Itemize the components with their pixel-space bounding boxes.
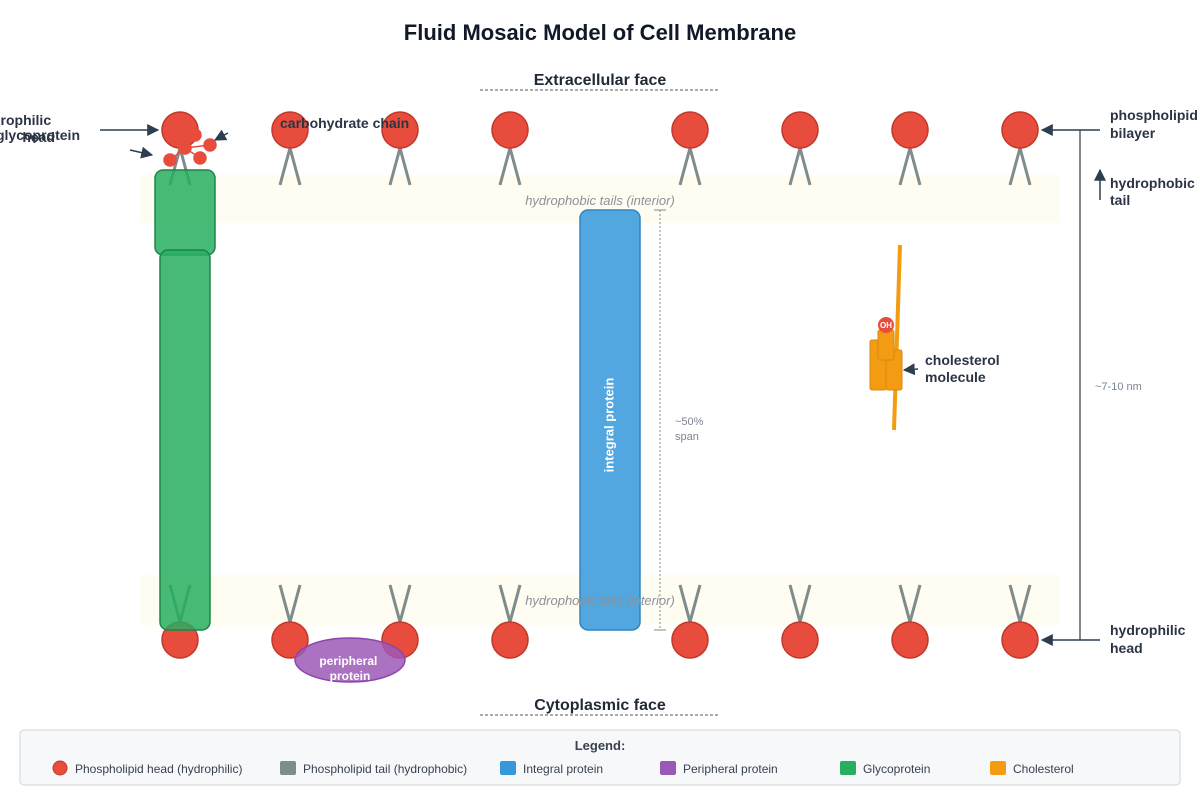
- arrow: [213, 129, 229, 141]
- legend-label: Peripheral protein: [683, 762, 778, 776]
- phospholipid-head: [891, 111, 929, 149]
- phospholipid-head: [781, 621, 819, 659]
- legend-swatch: [840, 761, 856, 775]
- cholesterol-label: cholesterol molecule: [925, 352, 1004, 385]
- phospholipid-top: [381, 111, 419, 186]
- phospholipid-top: [491, 111, 529, 186]
- hydrophobic-tail-label: hydrophobic tail: [1110, 175, 1199, 208]
- phospholipid-head: [671, 111, 709, 149]
- legend-label: Integral protein: [523, 762, 603, 776]
- phospholipid-bottom: [491, 584, 529, 659]
- legend-label: Phospholipid tail (hydrophobic): [303, 762, 467, 776]
- upper-region-label: hydrophobic tails (interior): [525, 193, 675, 208]
- legend-label: Phospholipid head (hydrophilic): [75, 762, 242, 776]
- glycoprotein-body: [159, 249, 211, 631]
- phospholipid-bottom: [781, 584, 819, 659]
- peripheral-protein: [294, 637, 406, 683]
- phospholipid-head: [1001, 621, 1039, 659]
- phospholipid-head: [891, 621, 929, 659]
- cholesterol-ring: [877, 329, 895, 361]
- integral-protein-label: integral protein: [601, 378, 616, 473]
- phospholipid-head: [781, 111, 819, 149]
- glycoprotein-label: glycoprotein: [0, 127, 80, 143]
- arrow: [129, 146, 154, 159]
- legend-item: Peripheral protein: [660, 761, 778, 776]
- phospholipid-top: [671, 111, 709, 186]
- phospholipid-top: [271, 111, 309, 186]
- legend-swatch: [52, 760, 68, 776]
- legend-item: Phospholipid head (hydrophilic): [52, 760, 242, 776]
- hydrophilic-head-label-right: hydrophilic head: [1110, 622, 1189, 656]
- phospholipid-bottom: [671, 584, 709, 659]
- span-note: ~50% span: [675, 416, 707, 443]
- phospholipid-head: [491, 111, 529, 149]
- carbohydrate-chain-label: carbohydrate chain: [280, 115, 409, 131]
- phospholipid-head: [271, 621, 309, 659]
- thickness-label: ~7-10 nm: [1095, 381, 1142, 393]
- phospholipid-head: [491, 621, 529, 659]
- phospholipid-bilayer-label: phospholipid bilayer: [1110, 107, 1200, 141]
- legend-swatch: [500, 761, 516, 775]
- legend-swatch: [990, 761, 1006, 775]
- legend-box: [19, 729, 1181, 786]
- phospholipid-head: [381, 111, 419, 149]
- legend-item: Cholesterol: [990, 761, 1074, 776]
- hydrophilic-head-label-left: hydrophilic head: [0, 112, 55, 145]
- phospholipid-top: [781, 111, 819, 186]
- phospholipid-bottom: [271, 584, 309, 659]
- phospholipid-head: [671, 621, 709, 659]
- legend-label: Cholesterol: [1013, 762, 1074, 776]
- annotation-arrows: [100, 124, 1106, 646]
- legend-swatch: [280, 761, 296, 775]
- cytoplasmic-face-label: Cytoplasmic face: [534, 697, 666, 714]
- cholesterol-tail: [892, 244, 902, 431]
- extracellular-face-label: Extracellular face: [534, 72, 667, 89]
- carbohydrate-chain: [163, 128, 217, 167]
- diagram-title: Fluid Mosaic Model of Cell Membrane: [404, 20, 796, 45]
- legend-item: Integral protein: [500, 761, 603, 776]
- peripheral-protein-label: peripheral protein: [319, 654, 380, 683]
- phospholipid-head: [1001, 111, 1039, 149]
- arrow: [902, 363, 919, 376]
- oh-label: OH: [880, 321, 892, 330]
- phospholipid-top: [891, 111, 929, 186]
- phospholipid-head: [271, 111, 309, 149]
- legend-swatch: [660, 761, 676, 775]
- legend-items: Phospholipid head (hydrophilic) Phospholi…: [52, 760, 1074, 776]
- lower-region-label: hydrophobic tails (interior): [525, 593, 675, 608]
- cholesterol-oh-group: [878, 317, 894, 333]
- integral-protein: [579, 209, 641, 631]
- legend-title: Legend:: [575, 738, 626, 753]
- legend-label: Glycoprotein: [863, 762, 930, 776]
- legend-item: Glycoprotein: [840, 761, 930, 776]
- phospholipid-bottom: [891, 584, 929, 659]
- glycoprotein-cap: [154, 169, 216, 256]
- legend-item: Phospholipid tail (hydrophobic): [280, 761, 467, 776]
- phospholipid-top: [1001, 111, 1039, 186]
- phospholipid-bottom: [1001, 584, 1039, 659]
